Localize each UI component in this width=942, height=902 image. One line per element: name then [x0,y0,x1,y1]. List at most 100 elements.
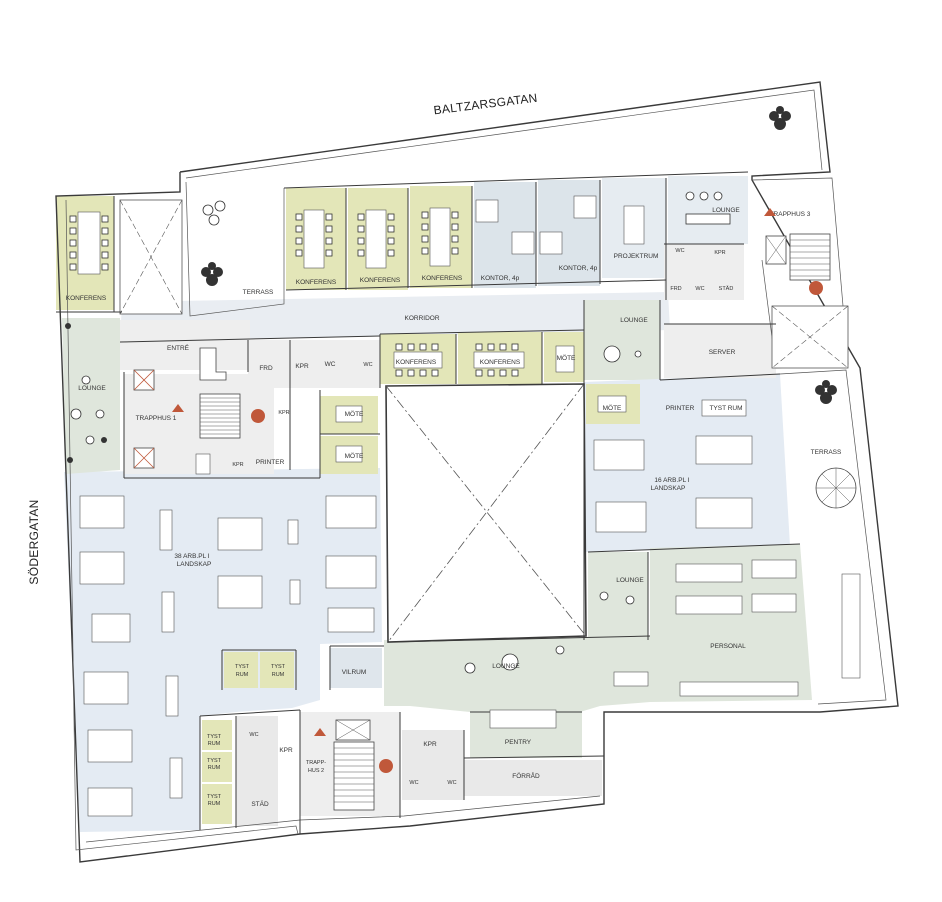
label-trapphus-3: TRAPPHUS 3 [770,211,811,218]
label-konferens-4: KONFERENS [396,359,437,366]
label-projektrum: PROJEKTRUM [614,253,659,260]
zone-corridor [120,292,670,342]
konf-1-table [295,209,333,269]
zone-personal [650,544,812,702]
label-tyst-rum-e: TYST RUM [709,405,742,412]
zone-lounge-w [62,318,120,474]
west-desks [79,453,377,817]
outer-wall [55,81,899,863]
label-konferens-2: KONFERENS [360,277,401,284]
entre-desk [199,347,227,381]
label-tyst-5: TYST [207,794,222,800]
label-kpr-s: KPR [279,747,293,754]
trapphus-1-stair [199,393,265,439]
zone-lounge-c [584,300,660,380]
label-tyst-5b: RUM [208,801,221,807]
zone-server [664,324,776,378]
label-landskap-38-a: 38 ARB.PL I [174,553,209,560]
label-korridor: KORRIDOR [404,315,439,322]
label-tyst-4: TYST [207,758,222,764]
label-wc-w2: WC [363,362,372,368]
label-konferens-5: KONFERENS [480,359,521,366]
atrium [385,383,587,643]
label-lounge-e2: LOUNGE [616,577,644,584]
label-tyst-2b: RUM [272,672,285,678]
label-server: SERVER [709,349,736,356]
trapphus-3-stair [765,233,831,295]
label-tyst-2: TYST [271,664,286,670]
trapphus-2-stair [333,719,393,811]
zone-lounge-ne [668,176,748,244]
konf-nw-table [69,211,109,275]
room-labels: KONFERENS TERRASS KONFERENS KONFERENS KO… [66,207,842,808]
label-wc-s3: WC [447,780,456,786]
zone-vilrum [330,648,382,688]
zone-tyst-1 [224,652,258,688]
label-lounge-ne: LOUNGE [712,207,740,214]
direction-markers [172,208,776,736]
label-printer-e: PRINTER [666,405,695,412]
label-landskap-16-b: LANDSKAP [651,485,686,492]
zone-lounge-e2 [588,552,648,638]
label-konferens-nw: KONFERENS [66,295,107,302]
label-tyst-3b: RUM [208,741,221,747]
street-baltzarsgatan: BALTZARSGATAN [433,91,539,118]
label-tyst-4b: RUM [208,765,221,771]
partitions [56,171,801,834]
south-wall-thin [85,795,601,843]
label-kpr-w: KPR [295,363,309,370]
label-landskap-38-b: LANDSKAP [177,561,212,568]
zone-tyst-2 [260,652,294,688]
label-tyst-1: TYST [235,664,250,670]
label-kpr-s2: KPR [423,741,437,748]
label-frd-w: FRD [259,365,273,372]
terrace-table [841,573,861,679]
furniture [65,106,861,817]
label-stad-ne: STÄD [719,285,734,292]
label-konferens-1: KONFERENS [296,279,337,286]
zone-service-wc-s [236,716,278,826]
label-tyst-3: TYST [207,734,222,740]
label-kontor-1: KONTOR, 4p [481,275,520,282]
label-mote-1: MÖTE [557,354,576,362]
label-lounge-s: LOUNGE [492,663,520,670]
label-mote-3: MÖTE [345,452,364,460]
pentry-counter [489,709,557,729]
label-wc-ne-2: WC [695,286,704,292]
kontor-desks [475,195,645,255]
konf-5-table [473,343,525,377]
label-frd-ne: FRD [670,286,681,292]
label-lounge-w: LOUNGE [78,385,106,392]
parasol [815,467,857,509]
zone-entre [120,320,250,370]
label-trapphus-2a: TRAPP- [306,760,326,766]
label-terrass-e: TERRASS [811,449,842,456]
label-mote-2: MÖTE [345,410,364,418]
label-forrad: FÖRRÅD [512,771,540,780]
label-terrass-n: TERRASS [243,289,274,296]
label-pentry: PENTRY [505,739,532,746]
lounge-ne-furniture [685,191,731,225]
personal-tables [613,559,799,697]
label-konferens-3: KONFERENS [422,275,463,282]
label-vilrum: VILRUM [342,669,367,676]
label-tyst-1b: RUM [236,672,249,678]
label-entre: ENTRÉ [167,343,190,352]
trees [65,106,837,463]
label-trapphus-2b: HUS 2 [308,768,324,774]
lounge-tables [70,200,642,674]
zone-tyst-5 [202,784,232,824]
label-trapphus-1: TRAPPHUS 1 [136,415,177,422]
terrass-north-border [185,181,285,317]
konf-4-table [393,343,443,377]
zone-tyst-3 [202,720,232,750]
label-wc-s2: WC [409,780,418,786]
label-wc-s1: WC [249,732,258,738]
zone-tyst-4 [202,752,232,782]
label-wc-ne-1: WC [675,248,684,254]
label-printer-w: PRINTER [256,459,285,466]
label-kpr-c2: KPR [232,462,243,468]
east-desks [593,435,753,533]
label-stad-s: STÄD [251,800,269,808]
